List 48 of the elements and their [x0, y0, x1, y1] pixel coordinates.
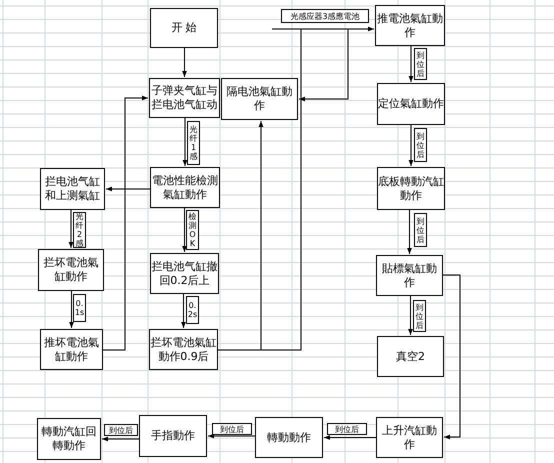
process-box: 拦电池气缸撤回0.2后上 [150, 253, 219, 294]
arrow [407, 210, 412, 254]
edge-label: 到位后 [414, 128, 427, 162]
arrow [408, 296, 413, 336]
arrow [272, 28, 348, 102]
process-box: 底板轉動汽缸動作 [377, 167, 445, 210]
edge-label: 0.1s [73, 294, 86, 322]
process-box: 定位氣缸動作 [377, 83, 445, 125]
arrow [408, 46, 414, 82]
arrow [102, 436, 140, 442]
edge-label: 0.2s [186, 296, 199, 324]
process-box: 手指動作 [139, 415, 207, 457]
start-box: 开 始 [150, 8, 218, 48]
edge-label: 光纤2感 [73, 212, 86, 248]
arrow [408, 124, 414, 166]
arrow [182, 208, 187, 252]
arrow [69, 290, 74, 328]
process-box: 推坏電池氣缸動作 [40, 329, 103, 370]
edge-label: 到位后 [413, 300, 426, 332]
edge-label: 到位后 [212, 423, 252, 435]
arrow [182, 118, 188, 166]
process-box: 子弹夹气缸与拦电池气缸动 [149, 78, 220, 118]
arrow [208, 434, 256, 438]
arrow [68, 210, 74, 248]
process-box: 推電池氣缸動作 [375, 5, 445, 46]
edge-label: 到位后 [104, 424, 138, 436]
arrow [181, 294, 186, 328]
edge-label: 到位后 [327, 423, 367, 435]
arrow [442, 274, 460, 440]
process-box: 拦坏電池氣缸動作 [38, 249, 104, 291]
process-box: 上升汽缸動作 [376, 417, 443, 458]
edge-label: 檢測OK [186, 210, 199, 250]
process-box: 拦坏電池氣缸動作0.9后 [149, 329, 218, 370]
arrow [106, 186, 150, 192]
process-box: 轉動動作 [255, 417, 323, 458]
arrow [324, 435, 376, 440]
edge-label: 到位后 [414, 213, 427, 247]
arrow [102, 96, 148, 350]
process-box: 轉動汽缸回轉動作 [37, 418, 101, 460]
arrow [182, 48, 187, 78]
edge-label: 光感应器3感應電池 [281, 9, 369, 23]
edge-label: 到位后 [414, 48, 427, 80]
process-box: 電池性能檢測氣缸動作 [150, 167, 220, 208]
process-box: 真空2 [377, 336, 444, 377]
edge-label: 光纤1感 [187, 121, 200, 165]
process-box: 拦电池气缸和上测氣缸 [40, 168, 105, 210]
process-box: 隔电池氣缸動作 [221, 78, 298, 120]
process-box: 貼標氣缸動作 [376, 255, 443, 296]
